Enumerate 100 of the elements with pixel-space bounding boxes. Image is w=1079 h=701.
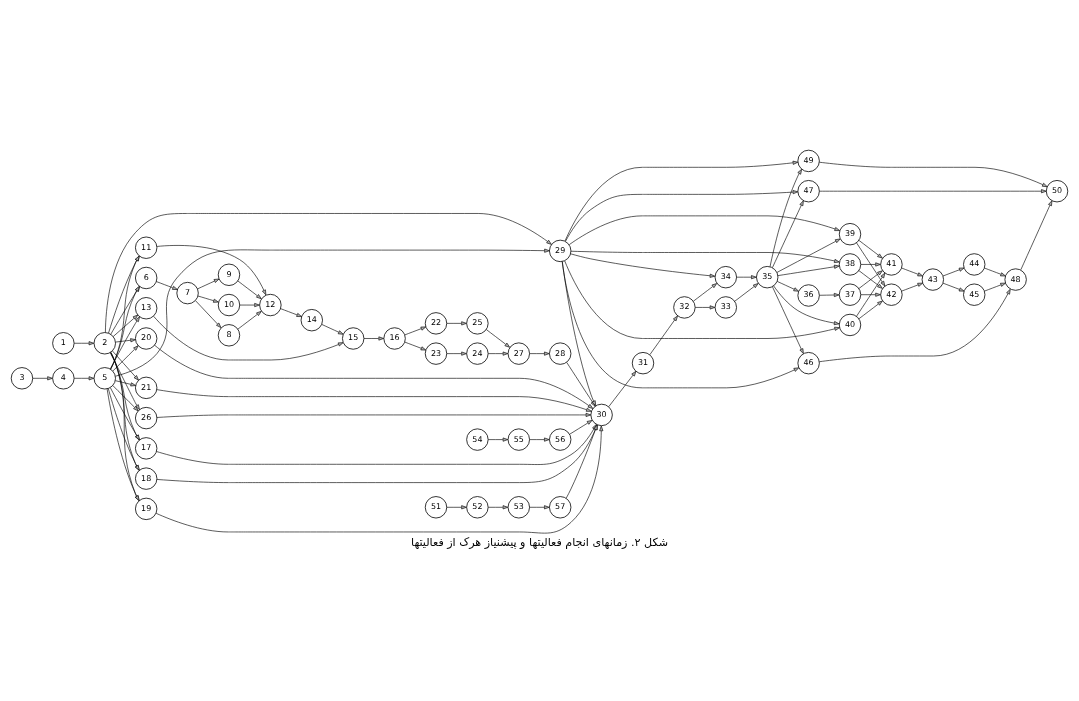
arrow — [772, 285, 804, 354]
arrow — [858, 300, 883, 319]
arrow — [1020, 199, 1053, 270]
arrow — [112, 384, 139, 411]
node-circle: 36 — [797, 283, 820, 307]
node-circle: 55 — [507, 427, 530, 451]
node-circle: 1 — [52, 331, 75, 354]
arrow — [942, 282, 965, 291]
node-circle: 24 — [466, 341, 489, 365]
arrow — [734, 282, 759, 302]
node-circle: 40 — [838, 313, 862, 336]
arrow — [106, 388, 140, 501]
node-circle: 7 — [176, 281, 199, 304]
arrow — [110, 386, 140, 440]
node-circle: 4 — [52, 366, 75, 389]
arrow — [446, 504, 467, 509]
arrow — [321, 323, 344, 335]
arrow — [110, 351, 140, 501]
node-circle: 39 — [838, 222, 862, 245]
arrow — [156, 280, 178, 290]
arrow — [984, 267, 1006, 276]
node-circle: 2 — [93, 331, 116, 354]
arrow — [649, 315, 678, 355]
node-circle: 19 — [135, 497, 158, 520]
arrow — [694, 304, 716, 309]
arrow — [819, 292, 840, 297]
arrow — [860, 261, 881, 266]
node-circle: 3 — [10, 366, 34, 389]
arrow — [568, 215, 840, 245]
arrow — [110, 352, 140, 410]
arrow — [569, 419, 593, 434]
arrow — [856, 242, 886, 286]
arrow — [195, 300, 222, 328]
node-circle: 22 — [424, 311, 448, 334]
node-circle: 57 — [549, 495, 572, 518]
node-circle: 52 — [466, 495, 489, 518]
node-circle: 12 — [259, 293, 282, 316]
arrow — [858, 269, 883, 289]
node-circle: 34 — [714, 265, 737, 288]
arrow — [856, 272, 886, 317]
arrow — [73, 340, 95, 345]
node-circle: 50 — [1045, 179, 1069, 202]
arrow — [860, 292, 881, 297]
node-circle: 16 — [383, 326, 406, 350]
node-circle: 42 — [880, 283, 903, 306]
node-circle: 44 — [963, 252, 986, 276]
arrow — [115, 379, 136, 386]
arrow — [363, 336, 384, 340]
arrow — [819, 288, 1011, 362]
arrow — [32, 375, 53, 380]
arrow — [772, 199, 804, 268]
node-circle: 47 — [797, 179, 820, 202]
arrow — [608, 370, 637, 407]
arrow — [773, 285, 840, 325]
arrow — [777, 264, 840, 276]
node-circle: 54 — [466, 427, 489, 451]
node-circle: 5 — [93, 366, 116, 389]
arrow — [446, 320, 467, 325]
node-circle: 38 — [838, 252, 862, 276]
arrow — [564, 260, 840, 339]
arrow — [110, 285, 140, 335]
arrow — [112, 344, 139, 371]
node-circle: 13 — [135, 296, 158, 319]
arrow — [529, 437, 550, 442]
node-circle: 37 — [838, 283, 862, 306]
arrow — [239, 302, 260, 307]
arrow — [984, 282, 1006, 291]
arrow — [942, 267, 965, 276]
arrow — [156, 244, 267, 295]
arrow — [115, 337, 136, 342]
node-circle: 48 — [1004, 267, 1027, 291]
arrow — [487, 351, 509, 356]
node-circle: 9 — [217, 263, 241, 286]
arrow — [153, 315, 344, 360]
node-circle: 30 — [590, 403, 613, 426]
arrow — [529, 504, 550, 509]
node-circle: 29 — [549, 239, 572, 262]
arrow — [446, 351, 467, 356]
arrow — [485, 328, 510, 348]
node-circle: 46 — [797, 351, 820, 374]
arrow — [776, 238, 841, 273]
arrow — [112, 350, 139, 380]
arrow — [197, 295, 219, 303]
arrow — [564, 160, 799, 241]
node-circle: 56 — [549, 427, 572, 451]
node-circle: 28 — [549, 341, 572, 365]
arrow — [529, 351, 550, 356]
arrow — [404, 341, 427, 350]
arrow — [110, 316, 140, 369]
node-circle: 35 — [756, 265, 779, 288]
arrow — [561, 260, 800, 388]
node-circle: 33 — [714, 295, 737, 319]
node-circle: 51 — [424, 495, 448, 518]
arrow — [110, 351, 140, 471]
arrow — [692, 282, 718, 302]
arrow — [156, 388, 592, 412]
node-circle: 43 — [921, 267, 944, 291]
arrow — [570, 250, 840, 263]
arrow — [73, 375, 95, 380]
arrow — [901, 282, 923, 291]
